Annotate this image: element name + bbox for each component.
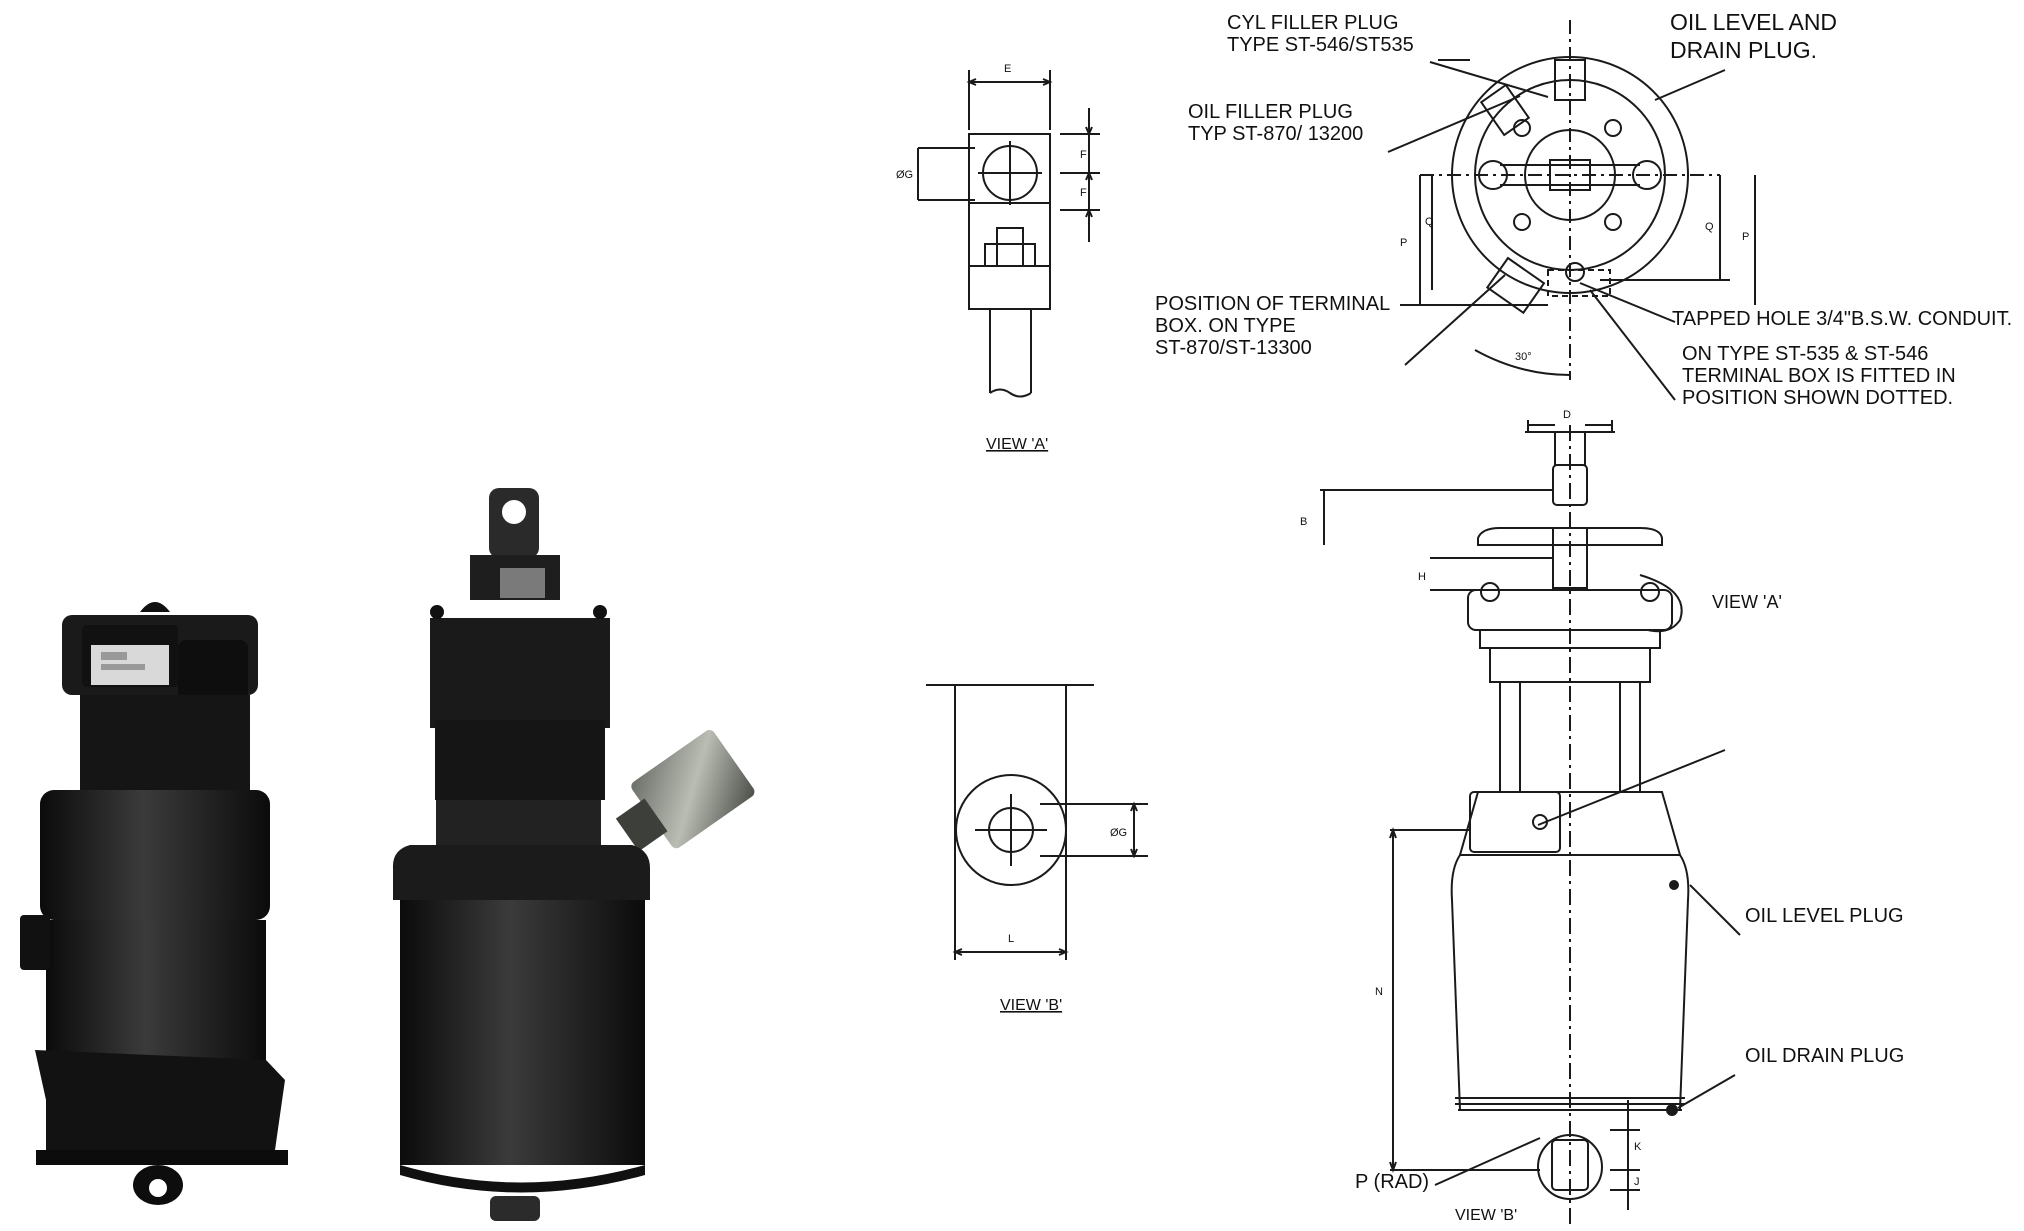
view-a-callout: VIEW 'A' bbox=[1712, 592, 1782, 612]
dim-b: B bbox=[1300, 516, 1307, 528]
dim-f-upper: F bbox=[1080, 149, 1087, 161]
dim-f-lower: F bbox=[1080, 187, 1087, 199]
angle-label: 30° bbox=[1515, 351, 1532, 363]
lifting-eye-icon bbox=[502, 500, 526, 524]
view-b-drawing bbox=[926, 684, 1148, 960]
cyl-filler-plug-type-label: TYPE ST-546/ST535 bbox=[1227, 34, 1414, 56]
dim-q-right: Q bbox=[1705, 221, 1714, 233]
oil-filler-plug-label: OIL FILLER PLUG bbox=[1188, 101, 1353, 123]
elevation-leaders bbox=[1434, 884, 1741, 1186]
dim-j: J bbox=[1634, 1176, 1640, 1188]
view-b-callout: VIEW 'B' bbox=[1455, 1207, 1517, 1224]
terminal-note-label-3: POSITION SHOWN DOTTED. bbox=[1682, 387, 1953, 409]
terminal-note-label: ON TYPE ST-535 & ST-546 bbox=[1682, 343, 1928, 365]
thruster-photo-right bbox=[392, 488, 755, 1221]
dim-q-left: Q bbox=[1425, 216, 1434, 228]
terminal-position-label-3: ST-870/ST-13300 bbox=[1155, 337, 1312, 359]
oil-level-plug-label: OIL LEVEL PLUG bbox=[1745, 905, 1904, 927]
oil-level-drain-label: OIL LEVEL AND bbox=[1670, 9, 1837, 35]
thruster-photo-left bbox=[20, 602, 288, 1205]
dim-p-right: P bbox=[1742, 231, 1749, 243]
dim-d: D bbox=[1563, 409, 1571, 421]
plan-view-drawing bbox=[1400, 20, 1756, 380]
dim-g-view-a: ØG bbox=[896, 169, 913, 181]
terminal-position-label: POSITION OF TERMINAL bbox=[1155, 293, 1390, 315]
dim-k: K bbox=[1634, 1141, 1642, 1153]
view-a-drawing bbox=[917, 70, 1100, 398]
dim-e: E bbox=[1004, 63, 1011, 75]
oil-drain-plug-label: OIL DRAIN PLUG bbox=[1745, 1045, 1904, 1067]
terminal-note-label-2: TERMINAL BOX IS FITTED IN bbox=[1682, 365, 1956, 387]
plan-view-leaders bbox=[1387, 61, 1726, 401]
elevation-drawing bbox=[1320, 420, 1726, 1226]
dim-h: H bbox=[1418, 571, 1426, 583]
terminal-position-label-2: BOX. ON TYPE bbox=[1155, 315, 1296, 337]
dim-p-left: P bbox=[1400, 237, 1407, 249]
dim-l: L bbox=[1008, 933, 1014, 945]
oil-level-drain-label-2: DRAIN PLUG. bbox=[1670, 37, 1817, 63]
dim-n: N bbox=[1375, 986, 1383, 998]
oil-filler-plug-type-label: TYP ST-870/ 13200 bbox=[1188, 123, 1363, 145]
cyl-filler-plug-label: CYL FILLER PLUG bbox=[1227, 12, 1399, 34]
view-b-caption: VIEW 'B' bbox=[1000, 997, 1062, 1014]
dim-g-view-b: ØG bbox=[1110, 827, 1127, 839]
terminal-lug-icon bbox=[20, 915, 50, 970]
p-rad-label: P (RAD) bbox=[1355, 1171, 1429, 1193]
tapped-hole-label: TAPPED HOLE 3/4"B.S.W. CONDUIT. bbox=[1672, 308, 2012, 330]
terminal-box-icon bbox=[615, 730, 755, 852]
view-a-caption: VIEW 'A' bbox=[986, 436, 1048, 453]
